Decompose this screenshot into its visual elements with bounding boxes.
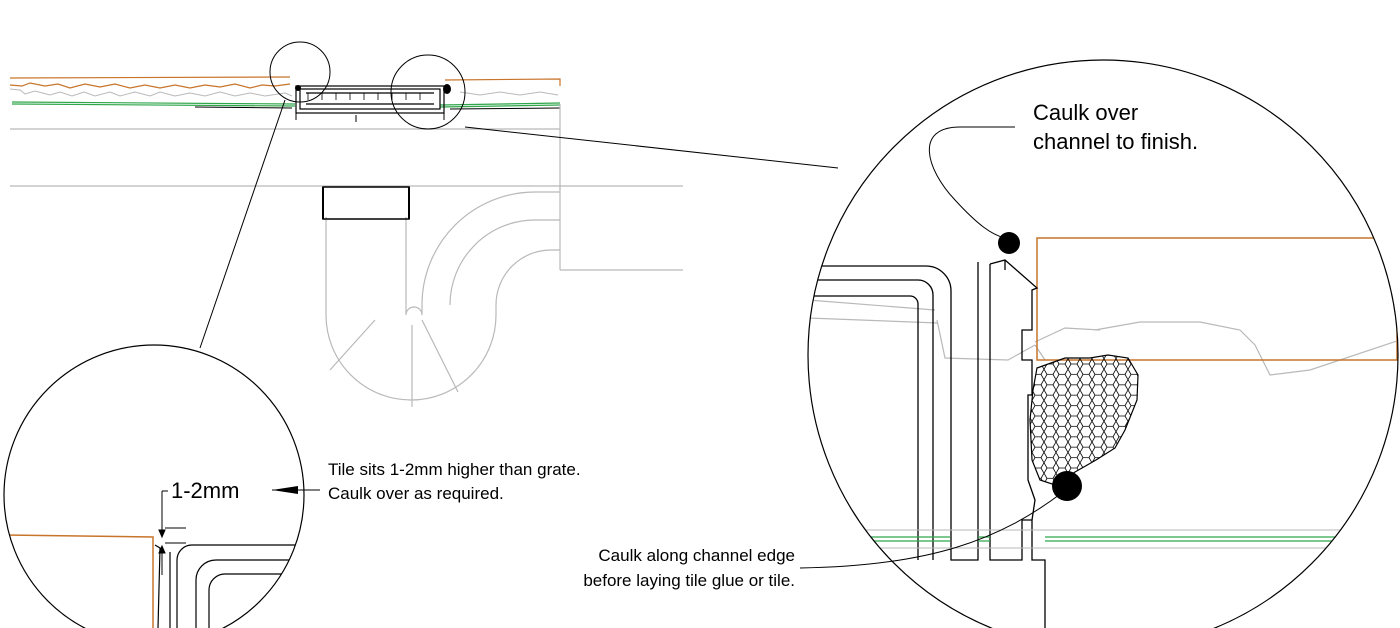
caulk-finish-line1: Caulk over [1033, 100, 1138, 125]
detail-callout-left [269, 41, 331, 103]
caulk-edge-line2: before laying tile glue or tile. [583, 571, 795, 590]
overview-section [9, 41, 839, 407]
waste-trap [325, 191, 560, 407]
drain-channel-right-detail [808, 259, 1046, 628]
caulk-finish-line2: channel to finish. [1033, 129, 1198, 154]
drain-outlet [322, 186, 410, 220]
dimension-marker [158, 490, 186, 575]
caulk-edge-leader [799, 491, 1064, 569]
right-detail-circle [807, 59, 1399, 628]
callout-leader-left [199, 99, 286, 349]
substrate-right-detail [808, 299, 1398, 376]
left-detail-circle: 1-2mm [3, 344, 320, 628]
caulk-bead-top [998, 232, 1020, 254]
right-detail-border [807, 59, 1399, 628]
tile-layer-overview [9, 76, 561, 89]
membrane-right-detail [810, 536, 1398, 542]
membrane-overview [11, 101, 561, 108]
drain-channel-left-detail [176, 544, 300, 628]
caulk-bead-edge [1052, 471, 1082, 501]
caulk-bead-overview-right [443, 84, 451, 94]
tile-edge-left-detail [4, 534, 154, 628]
dimension-label: 1-2mm [171, 478, 239, 503]
caulk-edge-line1: Caulk along channel edge [598, 546, 795, 565]
tile-underside-overview [9, 88, 559, 97]
tile-right-detail [1036, 237, 1398, 361]
drain-channel-overview [295, 85, 445, 122]
detail-callout-right [390, 54, 466, 130]
caulk-finish-leader [928, 126, 1015, 239]
left-detail-border [3, 344, 305, 628]
substrate-slab [10, 104, 683, 271]
tile-note-line1: Tile sits 1-2mm higher than grate. [328, 460, 581, 479]
callout-leader-right [464, 126, 839, 169]
tile-adhesive [1029, 354, 1139, 486]
tile-note-line2: Caulk over as required. [328, 484, 504, 503]
caulk-bead-overview-left [295, 85, 301, 91]
